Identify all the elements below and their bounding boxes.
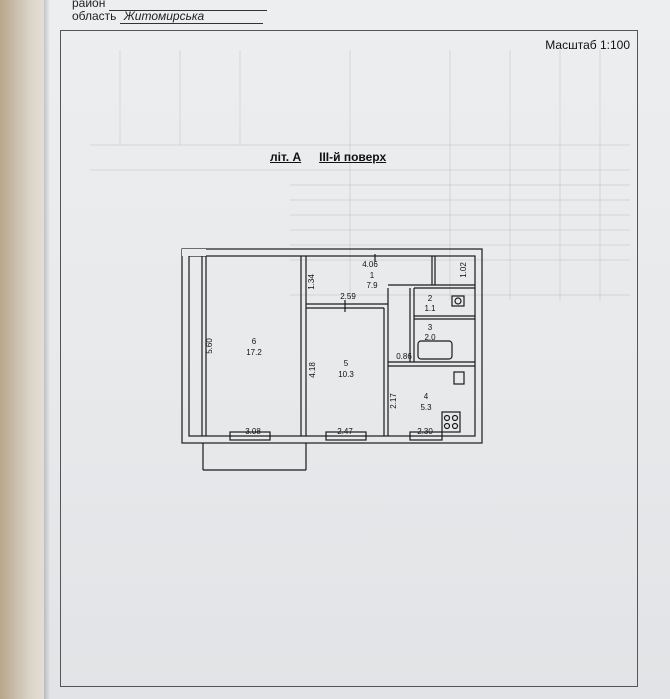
room-3-number: 3 [428, 323, 433, 332]
dim-2-30: 2.30 [417, 427, 433, 436]
room-5-number: 5 [344, 359, 349, 368]
floor-label: ІІІ-й поверх [319, 150, 387, 164]
dim-1-34: 1.34 [307, 274, 316, 290]
district-line: район [72, 0, 267, 11]
room-4-number: 4 [424, 392, 429, 401]
room-2-area: 1.1 [424, 304, 436, 313]
dim-0-86: 0.86 [396, 352, 412, 361]
room-5-area: 10.3 [338, 370, 354, 379]
region-line: область Житомирська [72, 9, 263, 24]
room-1-number: 1 [370, 271, 375, 280]
room-6-number: 6 [252, 337, 257, 346]
drawing-frame [60, 30, 638, 687]
dim-4-18: 4.18 [308, 362, 317, 378]
room-3-area: 2.0 [424, 333, 436, 342]
building-letter: літ. А [270, 150, 302, 164]
page-edge-shadow [44, 0, 50, 699]
dim-2-59: 2.59 [340, 292, 356, 301]
room-4-area: 5.3 [420, 403, 432, 412]
room-6-area: 17.2 [246, 348, 262, 357]
dim-4-06: 4.06 [362, 260, 378, 269]
dim-2-47: 2.47 [337, 427, 353, 436]
dim-2-17: 2.17 [389, 393, 398, 409]
scale-label: Масштаб 1:100 [545, 38, 630, 52]
region-label: область [72, 9, 117, 23]
document-page [44, 0, 670, 699]
dim-3-08: 3.08 [245, 427, 261, 436]
plan-title: літ. А ІІІ-й поверх [270, 150, 386, 164]
region-value: Житомирська [119, 9, 263, 24]
underlying-page [0, 0, 49, 699]
district-label: район [72, 0, 106, 10]
room-2-number: 2 [428, 294, 433, 303]
room-1-area: 7.9 [366, 281, 378, 290]
dim-1-02: 1.02 [459, 262, 468, 278]
district-value [108, 0, 267, 11]
reverse-side-bleed [90, 50, 630, 300]
dim-5-60: 5.60 [205, 338, 214, 354]
